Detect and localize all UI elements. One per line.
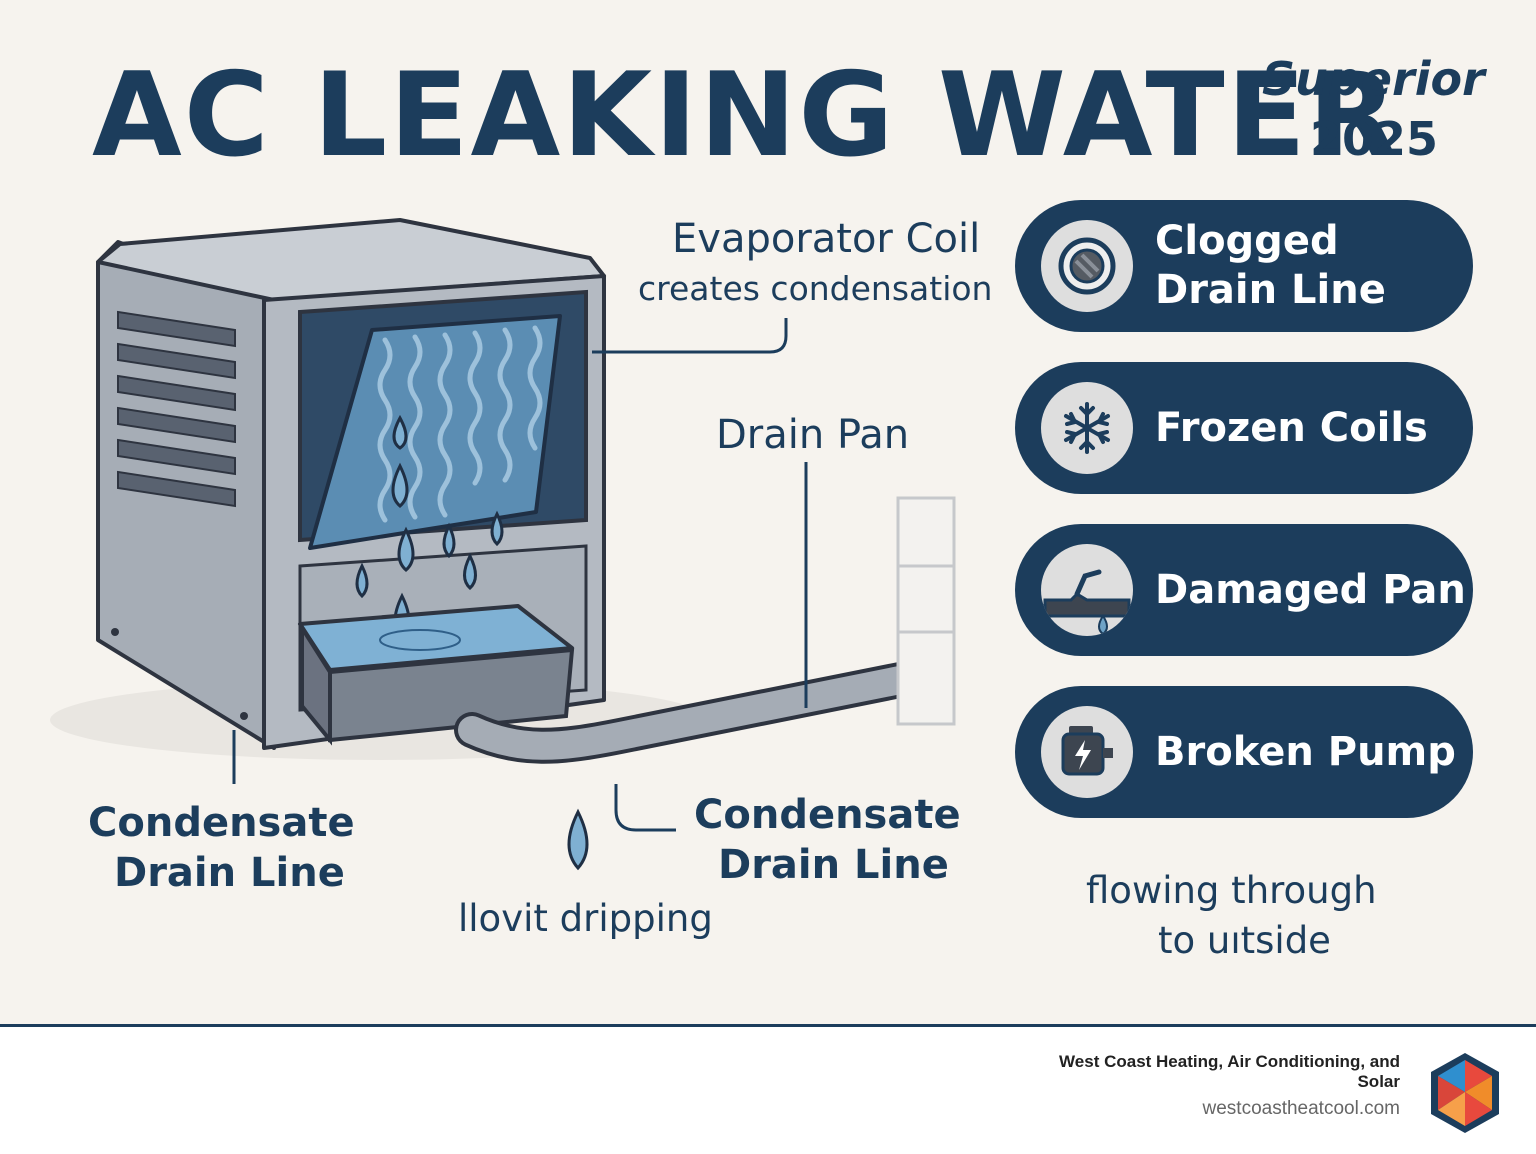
- flow-label-line2: to uıtside: [1158, 919, 1331, 962]
- clogged-drain-icon: [1041, 220, 1133, 312]
- mid-drain-label-line2: Drain Line: [718, 842, 949, 888]
- left-drain-label-line1: Condensate: [88, 800, 355, 846]
- evaporator-coil-sublabel: creates condensation: [638, 269, 993, 308]
- cause-label: Clogged: [1155, 218, 1339, 265]
- dripping-label: llovit dripping: [458, 897, 713, 940]
- drain-pipe: [458, 666, 914, 760]
- evaporator-coil-label: Evaporator Coil: [672, 216, 981, 262]
- snowflake-icon: [1041, 382, 1133, 474]
- footer: [0, 1024, 1536, 1154]
- ac-unit-illustration: [50, 218, 956, 871]
- cause-frozen-coils: Frozen Coils: [1015, 362, 1473, 494]
- exterior-wall: [896, 496, 956, 726]
- pump-icon: [1041, 706, 1133, 798]
- drain-pan-label: Drain Pan: [716, 412, 910, 458]
- left-drain-label-line2: Drain Line: [114, 850, 345, 896]
- cause-label: Broken Pump: [1155, 728, 1456, 775]
- falling-drop: [567, 808, 589, 871]
- side-vents: [117, 310, 236, 508]
- page-title: AC LEAKING WATER: [92, 48, 1400, 183]
- cause-broken-pump: Broken Pump: [1015, 686, 1473, 818]
- flow-label-line1: flowing through: [1086, 869, 1377, 912]
- company-website[interactable]: westcoastheatcool.com: [1202, 1098, 1401, 1119]
- company-name: West Coast Heating, Air Conditioning, an…: [1059, 1052, 1400, 1091]
- brand-year: 2025: [1310, 112, 1439, 166]
- cause-label: Drain Line: [1155, 267, 1386, 313]
- cause-label: Damaged Pan: [1155, 566, 1466, 613]
- damaged-pan-icon: [1041, 544, 1133, 636]
- cause-damaged-pan: Damaged Pan: [1015, 524, 1473, 656]
- mid-drain-label-line1: Condensate: [694, 792, 961, 838]
- cause-label: Frozen Coils: [1155, 404, 1428, 451]
- brand-name: Superior: [1262, 52, 1485, 106]
- company-logo: [1431, 1053, 1499, 1133]
- water-drops: [355, 414, 504, 643]
